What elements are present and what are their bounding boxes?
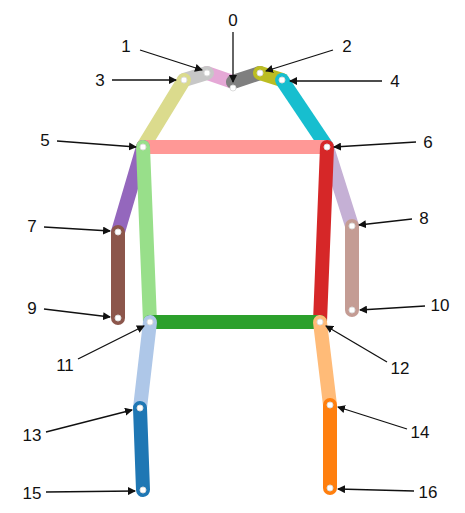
bone: [150, 315, 320, 329]
leader-line: [44, 309, 110, 317]
keypoint: [317, 319, 323, 325]
leader-line: [140, 50, 202, 70]
keypoint: [279, 77, 285, 83]
leader-line: [359, 219, 412, 225]
keypoint: [204, 70, 210, 76]
leader-line: [46, 491, 135, 492]
callout-number: 12: [390, 360, 411, 377]
callout-number: 13: [22, 427, 43, 444]
keypoint: [140, 144, 146, 150]
bone: [282, 80, 327, 147]
leader-line: [78, 326, 144, 359]
bone: [111, 232, 125, 318]
keypoints: [115, 70, 355, 493]
leader-line: [266, 50, 333, 71]
leader-line: [338, 489, 414, 491]
callout-number: 4: [389, 73, 400, 90]
callout-number: 15: [22, 485, 43, 502]
callout-number: 2: [341, 38, 352, 55]
keypoint: [230, 85, 236, 91]
keypoint: [349, 223, 355, 229]
callout-number: 0: [227, 12, 238, 29]
bone: [320, 322, 330, 405]
bones: [118, 73, 352, 490]
callout-number: 10: [430, 297, 451, 314]
callout-number: 11: [55, 357, 75, 374]
keypoint: [115, 315, 121, 321]
keypoint: [140, 487, 146, 493]
leader-line: [326, 326, 387, 362]
leader-line: [360, 306, 425, 310]
bone: [140, 322, 150, 408]
callout-number: 3: [94, 72, 105, 89]
callout-number: 1: [120, 38, 131, 55]
bone: [143, 80, 184, 147]
leader-line: [334, 142, 416, 147]
keypoint: [115, 229, 121, 235]
callout-number: 5: [39, 132, 50, 149]
callout-number: 14: [410, 424, 431, 441]
callout-number: 7: [26, 218, 37, 235]
bone: [143, 140, 327, 154]
leader-line: [290, 80, 382, 81]
keypoint: [349, 307, 355, 313]
keypoint: [327, 402, 333, 408]
bone: [320, 147, 327, 322]
bone: [143, 147, 150, 322]
leader-lines: [44, 32, 425, 492]
leader-line: [44, 227, 110, 231]
callout-number: 8: [418, 210, 429, 227]
callout-number: 9: [26, 300, 37, 317]
bone: [140, 408, 143, 490]
leader-line: [112, 79, 176, 80]
leader-line: [57, 141, 136, 147]
bone: [345, 226, 359, 310]
keypoint: [257, 70, 263, 76]
keypoint: [181, 77, 187, 83]
leader-line: [46, 410, 132, 432]
bone: [323, 405, 337, 488]
leader-line: [338, 407, 407, 429]
keypoint: [327, 485, 333, 491]
keypoint: [324, 144, 330, 150]
callout-number: 16: [418, 484, 439, 501]
keypoint: [147, 319, 153, 325]
leader-line: [232, 32, 233, 82]
keypoint: [137, 405, 143, 411]
callout-number: 6: [422, 134, 433, 151]
